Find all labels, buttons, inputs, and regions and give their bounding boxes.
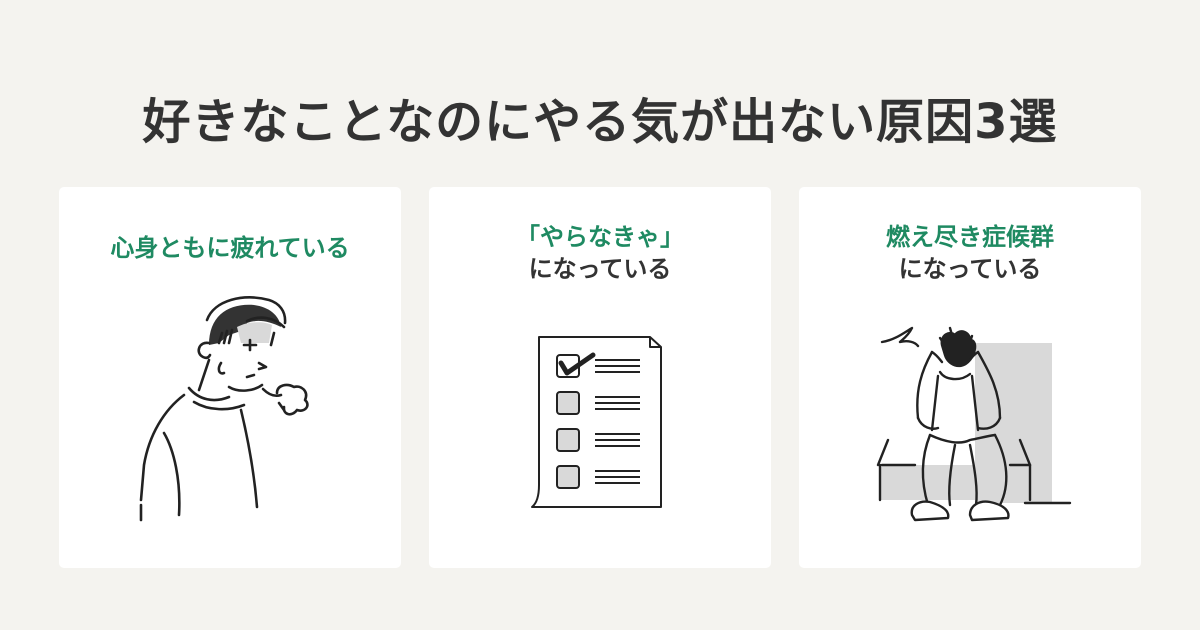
card-heading: 「やらなきゃ」 になっている [429, 221, 771, 285]
card-heading-sub: になっている [898, 255, 1042, 283]
tired-person-sighing-icon [129, 285, 329, 525]
card-heading: 心身ともに疲れている [59, 232, 401, 264]
page-title: 好きなことなのにやる気が出ない原因3選 [142, 94, 1058, 150]
card-heading-accent: 「やらなきゃ」 [516, 223, 684, 251]
card-heading-accent: 燃え尽き症候群 [886, 223, 1054, 251]
checklist-document-icon [525, 325, 675, 515]
reason-card-fatigue: 心身ともに疲れている [59, 187, 401, 568]
card-heading: 燃え尽き症候群 になっている [799, 221, 1141, 285]
card-heading-sub: になっている [528, 255, 672, 283]
card-heading-accent: 心身ともに疲れている [110, 234, 350, 262]
burned-out-person-sitting-icon [860, 310, 1080, 530]
reason-card-burnout: 燃え尽き症候群 になっている [799, 187, 1141, 568]
reason-card-obligation: 「やらなきゃ」 になっている [429, 187, 771, 568]
